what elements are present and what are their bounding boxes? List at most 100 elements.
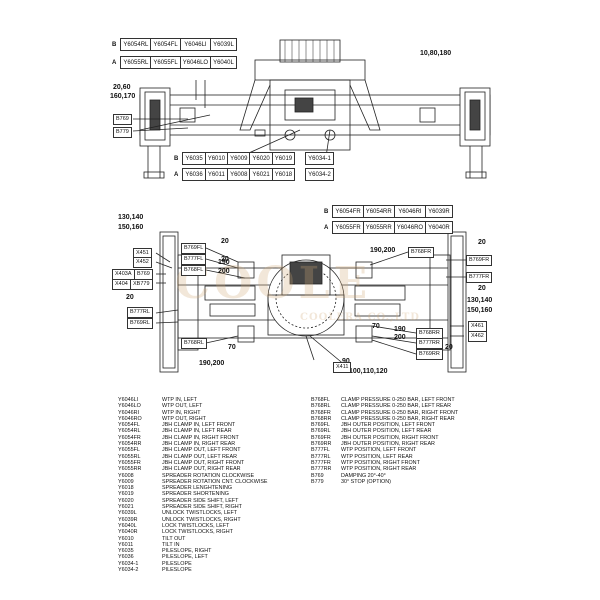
table-cell: Y6035 — [182, 152, 206, 165]
table-cell: Y6010 — [204, 152, 229, 165]
table-cell: Y6046LI — [179, 38, 212, 51]
connector-label: X462 — [468, 331, 487, 342]
sensor-label: B769 — [113, 114, 132, 125]
top-valve-table: B Y6054RL Y6054FL Y6046LI Y6039L A Y6055… — [110, 38, 237, 69]
legend-description: SPREADER LENGHTENING — [162, 485, 233, 492]
connector-label: XB779 — [130, 279, 153, 290]
sensor-label: B777FR — [466, 272, 493, 283]
bottom-spreader-drawing — [155, 231, 467, 373]
sensor-label: B769FR — [466, 255, 493, 266]
callout-number: 190,200 — [199, 360, 225, 367]
legend-description: SPREADER SHORTENING — [162, 491, 229, 498]
callout-number: 150,160 — [467, 307, 493, 314]
legend-description: UNLOCK TWISTLOCKS, LEFT — [162, 510, 238, 517]
callout-number: 20 — [478, 285, 486, 292]
connector-label: X411 — [333, 362, 352, 373]
table-cell: Y6020 — [249, 152, 273, 165]
legend-code: Y6019 — [118, 491, 134, 498]
legend-code: Y6055FR — [118, 459, 141, 466]
legend-code: Y6039L — [118, 510, 137, 517]
legend-code: Y6020 — [118, 497, 134, 504]
sensor-label: B777FL — [181, 254, 207, 265]
sensor-label: B769FL — [181, 243, 207, 254]
table-cell: Y6008 — [227, 168, 251, 181]
legend-code: Y6040R — [118, 529, 138, 536]
sensor-label: B779 — [113, 127, 132, 138]
legend-code: Y6054FR — [118, 434, 141, 441]
legend-row: Y6055RR JBH CLAMP OUT, RIGHT REAR — [118, 466, 268, 472]
callout-number: 70 — [228, 344, 236, 351]
table-cell: Y6054RL — [120, 38, 152, 51]
row-label: A — [174, 171, 179, 178]
legend-code: B777RL — [311, 453, 331, 460]
legend-code: B779 — [311, 478, 324, 485]
legend-code: Y6010 — [118, 535, 134, 542]
legend-code: B768RL — [311, 403, 331, 410]
legend-description: JBH CLAMP OUT, RIGHT REAR — [162, 466, 241, 473]
legend-code: B769RL — [311, 428, 331, 435]
sensor-label: B768FL — [181, 265, 207, 276]
legend-description: LOCK TWISTLOCKS, RIGHT — [162, 529, 233, 536]
sensor-label: B777RL — [127, 307, 153, 318]
legend-code: B777RR — [311, 466, 332, 473]
right-valve-table: B Y6054FR Y6054RR Y6046RI Y6039R A Y6055… — [322, 205, 453, 234]
legend-code: Y6054RL — [118, 428, 141, 435]
legend-row: Y6040R LOCK TWISTLOCKS, RIGHT — [118, 529, 268, 535]
row-label: B — [324, 208, 329, 215]
legend-description: TILT IN — [162, 541, 180, 548]
legend-code: Y6055FL — [118, 447, 140, 454]
callout-number: 10,80,180 — [420, 50, 452, 57]
table-cell: Y6055FR — [332, 221, 364, 234]
callout-number: 190,200 — [370, 247, 396, 254]
legend-code: B768FL — [311, 397, 330, 403]
legend-description: PILESLOPE — [162, 560, 192, 567]
table-cell: Y6011 — [204, 168, 229, 181]
table-cell: Y6046RI — [393, 205, 427, 218]
legend-code: B769RR — [311, 441, 332, 448]
legend-code: Y6055RR — [118, 466, 142, 473]
legend-code: Y6046RO — [118, 415, 142, 422]
callout-number: 70 — [372, 323, 380, 330]
legend-description: WTP OUT, RIGHT — [162, 415, 206, 422]
table-cell: Y6040R — [425, 221, 453, 234]
legend-description: JBH CLAMP IN, LEFT FRONT — [162, 422, 236, 429]
legend-row: Y6046RO WTP OUT, RIGHT — [118, 416, 268, 422]
table-cell: Y6054FL — [150, 38, 181, 51]
connector-label: X452 — [133, 257, 152, 268]
sensor-label: B768RL — [181, 338, 207, 349]
sensor-label: B768FR — [408, 247, 435, 258]
table-cell: Y6039L — [210, 38, 237, 51]
legend-code: B769FR — [311, 434, 331, 441]
legend-description: WTP IN, LEFT — [162, 397, 197, 403]
legend-code: Y6021 — [118, 504, 134, 511]
legend-code: Y6046LO — [118, 403, 141, 410]
callout-number: 20 — [221, 256, 229, 263]
legend-code: Y6018 — [118, 485, 134, 492]
legend-description: JBH CLAMP OUT, LEFT FRONT — [162, 447, 241, 454]
table-cell: Y6036 — [182, 168, 206, 181]
legend-description: CLAMP PRESSURE 0-250 BAR, LEFT REAR — [341, 403, 452, 410]
row-label: B — [112, 41, 117, 48]
table-cell: Y6019 — [271, 152, 296, 165]
legend-description: JBH CLAMP IN, LEFT REAR — [162, 428, 232, 435]
row-label: A — [112, 59, 117, 66]
table-cell: Y6055RL — [120, 56, 152, 69]
legend-description: PILESLOPE, RIGHT — [162, 548, 212, 555]
legend-row: B768RL CLAMP PRESSURE 0-250 BAR, LEFT REA… — [311, 403, 458, 409]
table-cell: Y6034-2 — [305, 168, 334, 181]
